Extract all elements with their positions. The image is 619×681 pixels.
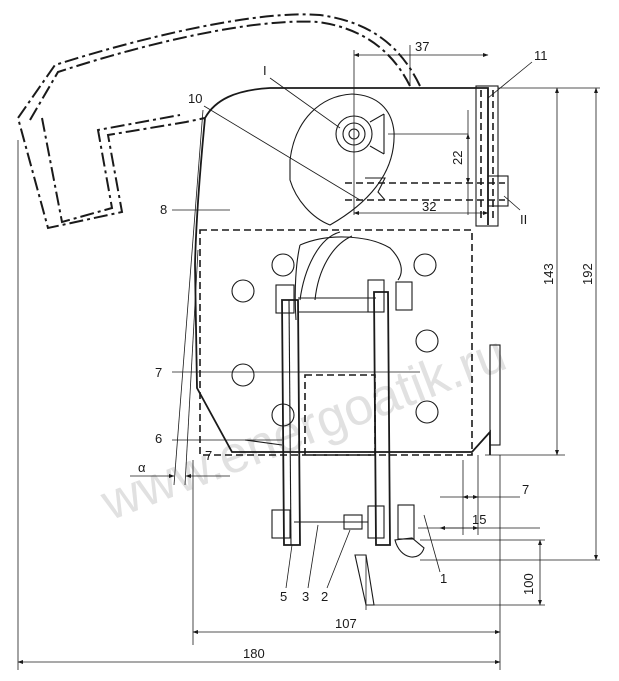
dim-7-left: 7 <box>205 448 212 463</box>
label-part-2: 2 <box>321 589 328 604</box>
dim-15: 15 <box>472 512 486 527</box>
dim-192: 192 <box>580 263 595 285</box>
alpha-guide-line-2 <box>184 249 199 486</box>
watermark-text: www.energoatik.ru <box>93 325 514 533</box>
dimension-lines <box>17 53 598 664</box>
leader-lines <box>172 61 533 589</box>
dim-22: 22 <box>450 151 465 165</box>
label-part-3: 3 <box>302 589 309 604</box>
bolts-and-nuts <box>271 279 415 540</box>
dim-143: 143 <box>541 263 556 285</box>
dim-7-right: 7 <box>522 482 529 497</box>
dim-107: 107 <box>335 616 357 631</box>
label-part-6: 6 <box>155 431 162 446</box>
dim-180: 180 <box>243 646 265 661</box>
label-part-5: 5 <box>280 589 287 604</box>
label-view-II: II <box>520 212 527 227</box>
extension-lines <box>17 45 600 670</box>
label-part-11: 11 <box>534 48 548 63</box>
label-view-I: I <box>263 63 267 78</box>
dim-37: 37 <box>415 39 429 54</box>
dim-100: 100 <box>521 573 536 595</box>
label-part-8: 8 <box>160 202 167 217</box>
lower-terminal <box>354 537 425 610</box>
contact-links <box>244 231 391 546</box>
alpha-guide-line-1 <box>173 109 204 486</box>
lever-open-position <box>16 13 421 230</box>
label-part-10: 10 <box>188 91 202 106</box>
mounting-holes <box>231 253 439 427</box>
axis-bolt <box>335 50 385 215</box>
label-alpha-visible: α <box>138 460 146 475</box>
label-part-7: 7 <box>155 365 162 380</box>
dim-32: 32 <box>422 199 436 214</box>
label-part-1: 1 <box>440 571 447 586</box>
lever-body <box>194 87 491 455</box>
horizontal-pin <box>345 175 509 207</box>
